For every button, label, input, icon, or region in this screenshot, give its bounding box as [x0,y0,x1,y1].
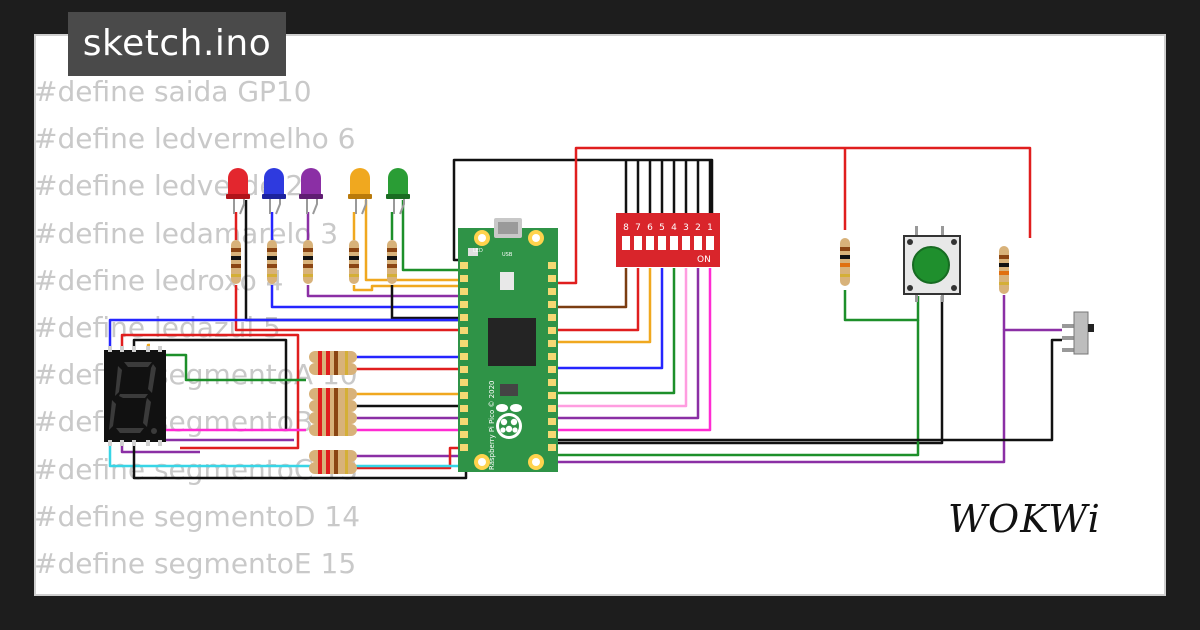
pico-silk-text: Raspberry Pi Pico © 2020 [488,381,496,471]
pico-usb-label: USB [502,252,513,258]
dip-number: 1 [707,223,713,233]
wokwi-logo: WOKWi [948,497,1101,541]
wokwi-logo-text: WOKWi [948,497,1101,541]
resistors-led[interactable] [231,240,397,284]
raspberry-pi-pico[interactable]: LED USB Raspberry Pi Pico © 2020 [458,218,558,472]
dip-number: 4 [671,223,677,233]
led-purple[interactable] [299,168,323,215]
wires [108,146,1062,480]
code-editor: #define saida GP10 #define ledvermelho 6… [34,72,360,591]
canvas-frame [34,34,1166,596]
sketch-filename-tab[interactable]: sketch.ino [68,12,286,76]
dip-on-label: ON [697,255,711,265]
slide-switch[interactable] [1062,311,1094,355]
code-line: #define segmentoE 15 [34,546,357,580]
code-line: #define ledazul 5 [34,310,281,344]
raspberry-logo-icon [496,404,522,439]
code-line: #define ledamarelo 3 [34,216,339,250]
dip-number: 2 [695,223,701,233]
dip-number: 6 [647,223,653,233]
resistor-button-pullup[interactable] [840,238,850,286]
code-line: #define segmentoA 10 [34,358,358,392]
code-line: #define ledverde 2 [34,169,304,203]
resistor-switch-pullup[interactable] [999,246,1009,294]
code-line: #define segmentoD 14 [34,499,361,533]
dip-number: 8 [623,223,629,233]
code-line: #define segmentoB 11 [34,405,358,439]
dip-switch[interactable]: 8 7 6 5 4 3 2 1 ON [616,213,720,267]
led-blue[interactable] [262,168,286,215]
dip-number: 7 [635,223,641,233]
code-line: #define ledroxo 4 [34,263,284,297]
seven-segment-display[interactable] [104,346,166,446]
dip-number: 5 [659,223,665,233]
code-line: #define segmentoC 13 [34,452,358,486]
led-yellow[interactable] [348,168,372,215]
resistors-segments[interactable] [309,351,357,474]
dip-number: 3 [683,223,689,233]
pico-led-label: LED [473,248,483,254]
code-line: #define saida GP10 [34,75,312,108]
code-line: #define ledvermelho 6 [34,122,356,156]
push-button[interactable] [903,226,961,302]
led-green[interactable] [386,168,410,215]
led-red[interactable] [226,168,250,215]
